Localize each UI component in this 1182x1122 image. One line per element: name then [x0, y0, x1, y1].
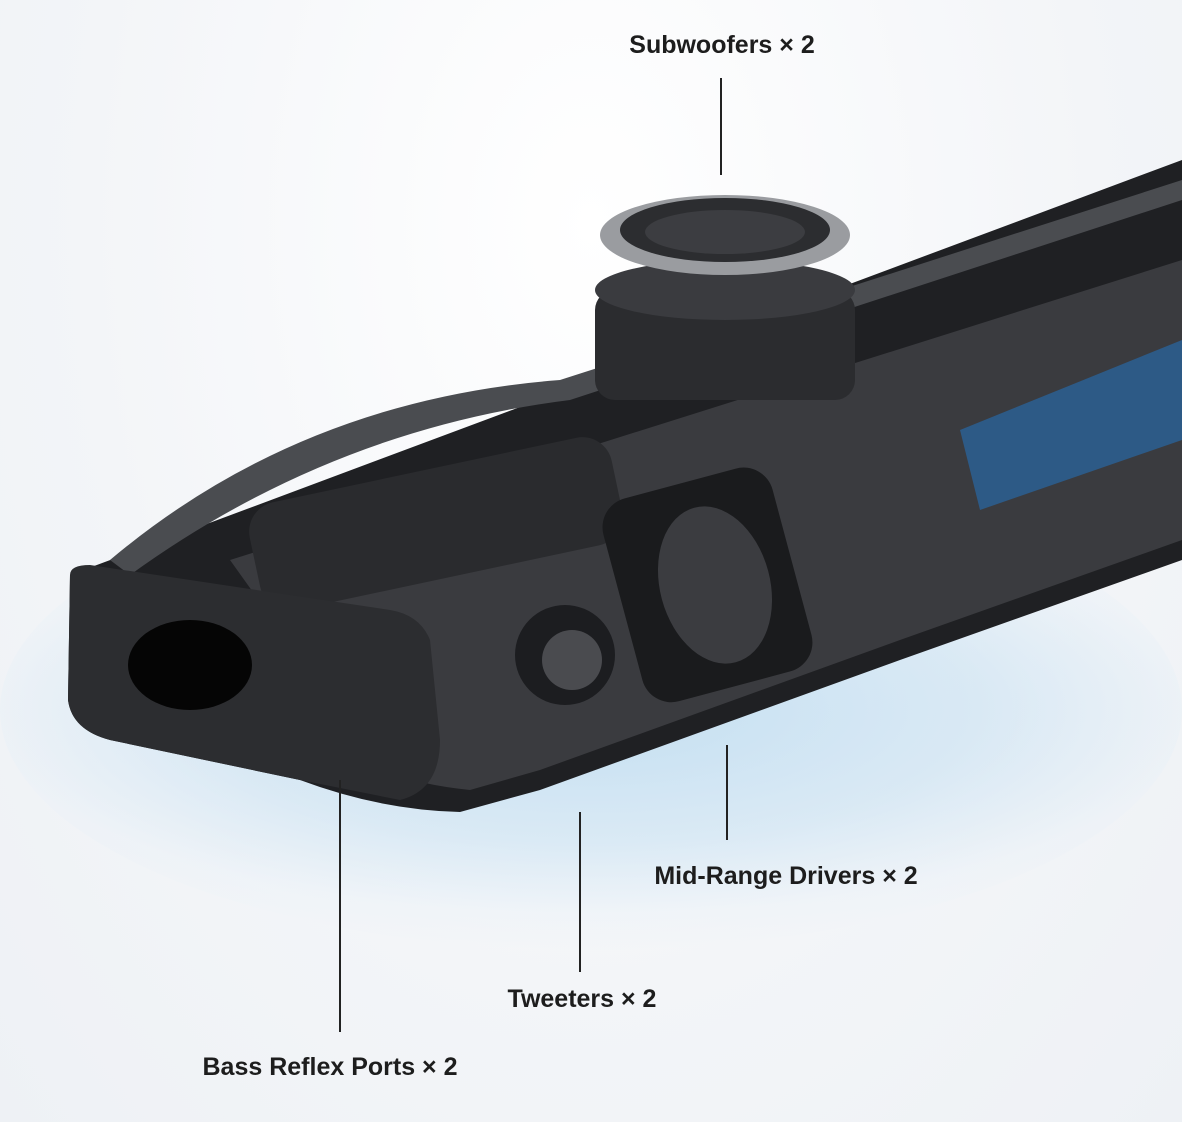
subwoofers-leader-line: [720, 78, 722, 175]
tweeter-driver: [515, 605, 615, 705]
soundbar-top-rim: [110, 180, 1182, 575]
mid-range-driver: [602, 467, 813, 703]
bass-port-end-cap: [68, 565, 440, 800]
mid-range-label: Mid-Range Drivers × 2: [654, 862, 918, 890]
bass-port-opening: [128, 620, 252, 710]
tweeters-leader-line: [579, 812, 581, 972]
bass-ports-label: Bass Reflex Ports × 2: [202, 1053, 458, 1081]
bass-reflex-tube: [249, 437, 623, 611]
bass-ports-leader-line: [339, 780, 341, 1032]
circuit-board: [960, 340, 1182, 510]
tweeters-label: Tweeters × 2: [507, 985, 657, 1013]
subwoofers-label: Subwoofers × 2: [629, 31, 815, 59]
mid-range-leader-line: [726, 745, 728, 840]
subwoofer-driver: [595, 195, 855, 400]
